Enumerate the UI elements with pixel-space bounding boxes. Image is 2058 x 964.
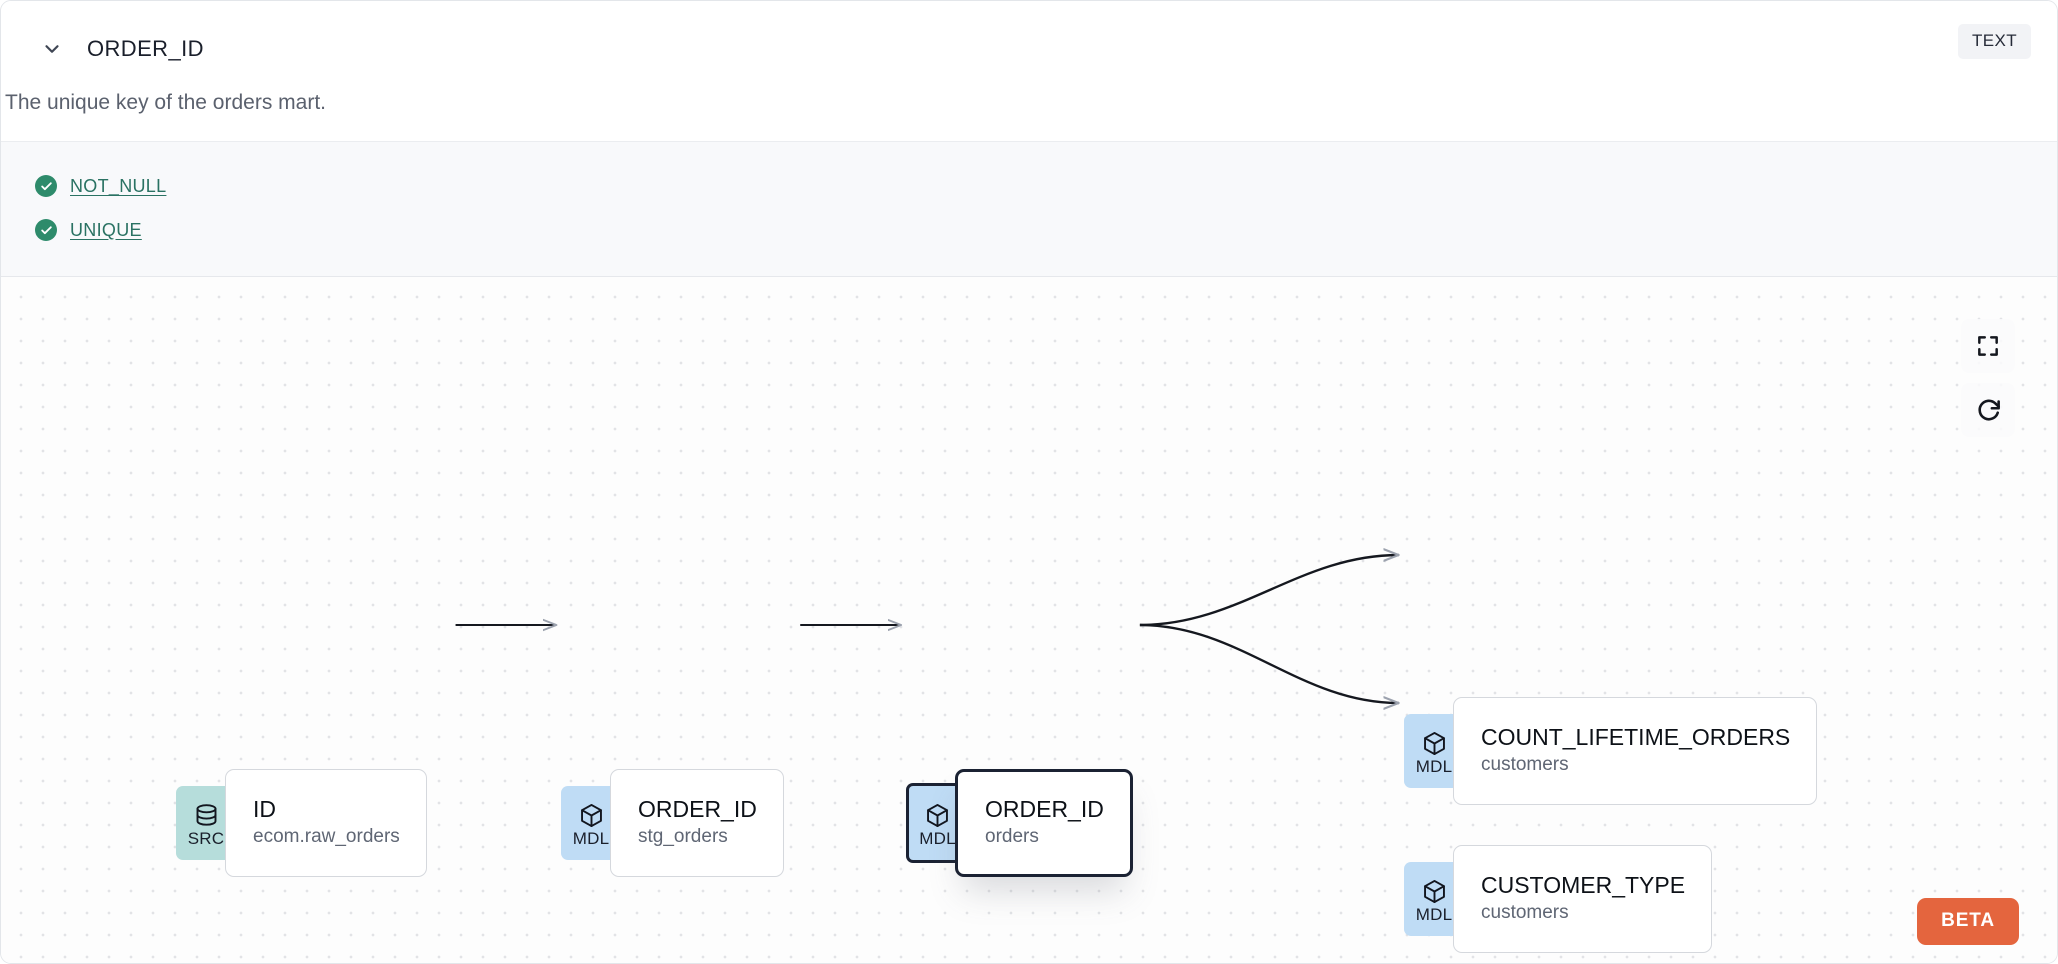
node-resource-name: customers [1481, 902, 1569, 924]
node-column-name: ID [253, 795, 276, 822]
node-body: ORDER_ID orders [955, 769, 1133, 877]
node-badge-label: MDL [572, 828, 610, 848]
tests-section: NOT_NULL UNIQUE [1, 141, 2057, 277]
node-badge-label: MDL [919, 828, 956, 848]
node-column-name: ORDER_ID [985, 795, 1104, 822]
refresh-icon[interactable] [1961, 383, 2015, 437]
node-resource-name: orders [985, 826, 1039, 848]
test-link-not-null[interactable]: NOT_NULL [70, 175, 167, 196]
panel-header: ORDER_ID TEXT [1, 1, 2057, 69]
node-column-name: COUNT_LIFETIME_ORDERS [1481, 723, 1791, 750]
column-description-text: The unique key of the orders mart. [5, 91, 326, 114]
edge-orders-to-customer-type [1139, 623, 1399, 703]
lineage-node-src[interactable]: SRC ID ecom.raw_orders [176, 769, 427, 877]
chevron-down-icon[interactable] [35, 32, 69, 66]
lineage-node-count-lifetime-orders[interactable]: MDL COUNT_LIFETIME_ORDERS customers [1404, 697, 1818, 805]
lineage-node-customer-type[interactable]: MDL CUSTOMER_TYPE customers [1404, 845, 1713, 953]
test-link-unique[interactable]: UNIQUE [70, 219, 142, 240]
node-badge-label: MDL [1415, 904, 1453, 924]
node-resource-name: ecom.raw_orders [253, 826, 400, 848]
node-column-name: CUSTOMER_TYPE [1481, 871, 1686, 898]
node-resource-name: customers [1481, 754, 1569, 776]
node-body: ID ecom.raw_orders [225, 769, 427, 877]
canvas-controls [1961, 319, 2015, 437]
node-resource-name: stg_orders [638, 826, 728, 848]
node-badge-label: MDL [1415, 756, 1453, 776]
lineage-node-orders-selected[interactable]: MDL ORDER_ID orders [906, 769, 1133, 877]
check-circle-icon [35, 219, 57, 241]
test-row: UNIQUE [35, 208, 2023, 252]
fullscreen-icon[interactable] [1961, 319, 2015, 373]
check-circle-icon [35, 175, 57, 197]
node-badge-label: SRC [187, 828, 225, 848]
column-type-badge: TEXT [1957, 24, 2031, 59]
page-title: ORDER_ID [87, 36, 204, 61]
node-body: COUNT_LIFETIME_ORDERS customers [1453, 697, 1818, 805]
test-row: NOT_NULL [35, 164, 2023, 208]
beta-badge[interactable]: BETA [1917, 898, 2019, 945]
lineage-canvas[interactable]: SRC ID ecom.raw_orders MDL ORDER_ID stg_… [1, 277, 2057, 963]
node-column-name: ORDER_ID [638, 795, 757, 822]
column-description: The unique key of the orders mart. [3, 91, 2057, 141]
node-body: CUSTOMER_TYPE customers [1453, 845, 1713, 953]
lineage-node-stg-orders[interactable]: MDL ORDER_ID stg_orders [561, 769, 784, 877]
node-body: ORDER_ID stg_orders [610, 769, 784, 877]
header-row: ORDER_ID [35, 29, 2023, 69]
edge-orders-to-count [1139, 555, 1399, 627]
